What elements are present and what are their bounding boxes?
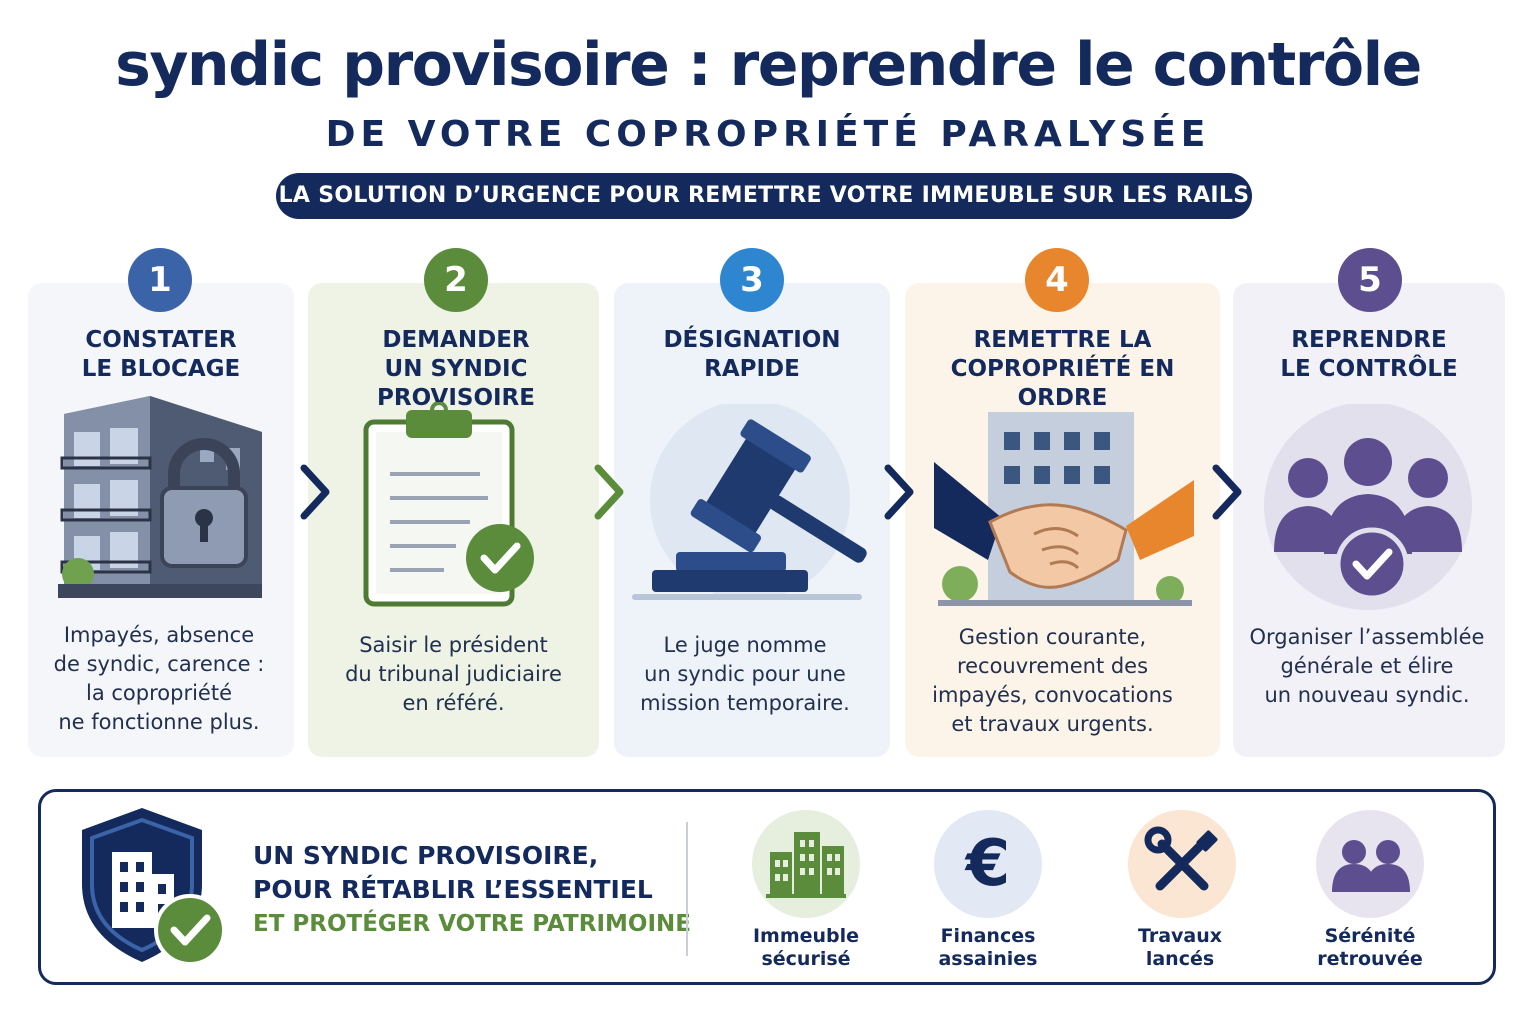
- gavel-icon: [632, 404, 867, 600]
- euro-icon: €: [965, 827, 1011, 901]
- step-title: REPRENDRE LE CONTRÔLE: [1280, 327, 1458, 382]
- building-icon: [766, 832, 846, 898]
- step-number-badge: 3: [720, 248, 784, 312]
- page-subtitle: DE VOTRE COPROPRIÉTÉ PARALYSÉE: [325, 114, 1211, 155]
- step-number-badge: 2: [424, 248, 488, 312]
- step-description: Saisir le président du tribunal judiciai…: [345, 633, 562, 715]
- benefit-works: [1128, 810, 1236, 918]
- step-number-badge: 1: [128, 248, 192, 312]
- step-number-badge: 4: [1025, 248, 1089, 312]
- benefit-label: Sérénité retrouvée: [1317, 925, 1423, 970]
- benefit-finances: €: [934, 810, 1042, 918]
- tools-icon: [1144, 826, 1218, 891]
- step-title: DEMANDER UN SYNDIC PROVISOIRE: [377, 327, 535, 411]
- benefit-label: Travaux lancés: [1137, 925, 1223, 970]
- summary-line-3: ET PROTÉGER VOTRE PATRIMOINE: [253, 911, 691, 937]
- clipboard-check-icon: [363, 402, 534, 607]
- benefit-building: [752, 810, 860, 918]
- chevron-right-icon: [594, 464, 624, 520]
- summary-line-2: POUR RÉTABLIR L’ESSENTIEL: [253, 875, 653, 904]
- step-description: Organiser l’assemblée générale et élire …: [1249, 625, 1485, 707]
- shield-building-check-icon: [82, 808, 226, 966]
- summary-line-1: UN SYNDIC PROVISOIRE,: [253, 841, 599, 870]
- benefit-label: Immeuble sécurisé: [752, 925, 860, 970]
- people-icon: [1332, 840, 1410, 892]
- step-title: REMETTRE LA COPROPRIÉTÉ EN ORDRE: [950, 327, 1175, 411]
- tagline-banner: LA SOLUTION D’URGENCE POUR REMETTRE VOTR…: [276, 173, 1252, 219]
- page-title: syndic provisoire : reprendre le contrôl…: [115, 30, 1422, 100]
- chevron-right-icon: [300, 464, 330, 520]
- locked-building-icon: [58, 396, 262, 598]
- panel-divider: [686, 822, 688, 956]
- step-description: Impayés, absence de syndic, carence : la…: [53, 623, 265, 734]
- benefit-serenity: [1316, 810, 1424, 918]
- chevron-right-icon: [1212, 464, 1242, 520]
- step-number-badge: 5: [1338, 248, 1402, 312]
- step-title: CONSTATER LE BLOCAGE: [81, 327, 241, 382]
- step-title: DÉSIGNATION RAPIDE: [663, 327, 841, 382]
- step-description: Le juge nomme un syndic pour une mission…: [640, 633, 850, 715]
- chevron-right-icon: [884, 464, 914, 520]
- group-check-icon: [1264, 404, 1472, 610]
- benefit-label: Finances assainies: [938, 925, 1038, 970]
- handshake-icon: [934, 412, 1194, 606]
- step-description: Gestion courante, recouvrement des impay…: [932, 625, 1173, 736]
